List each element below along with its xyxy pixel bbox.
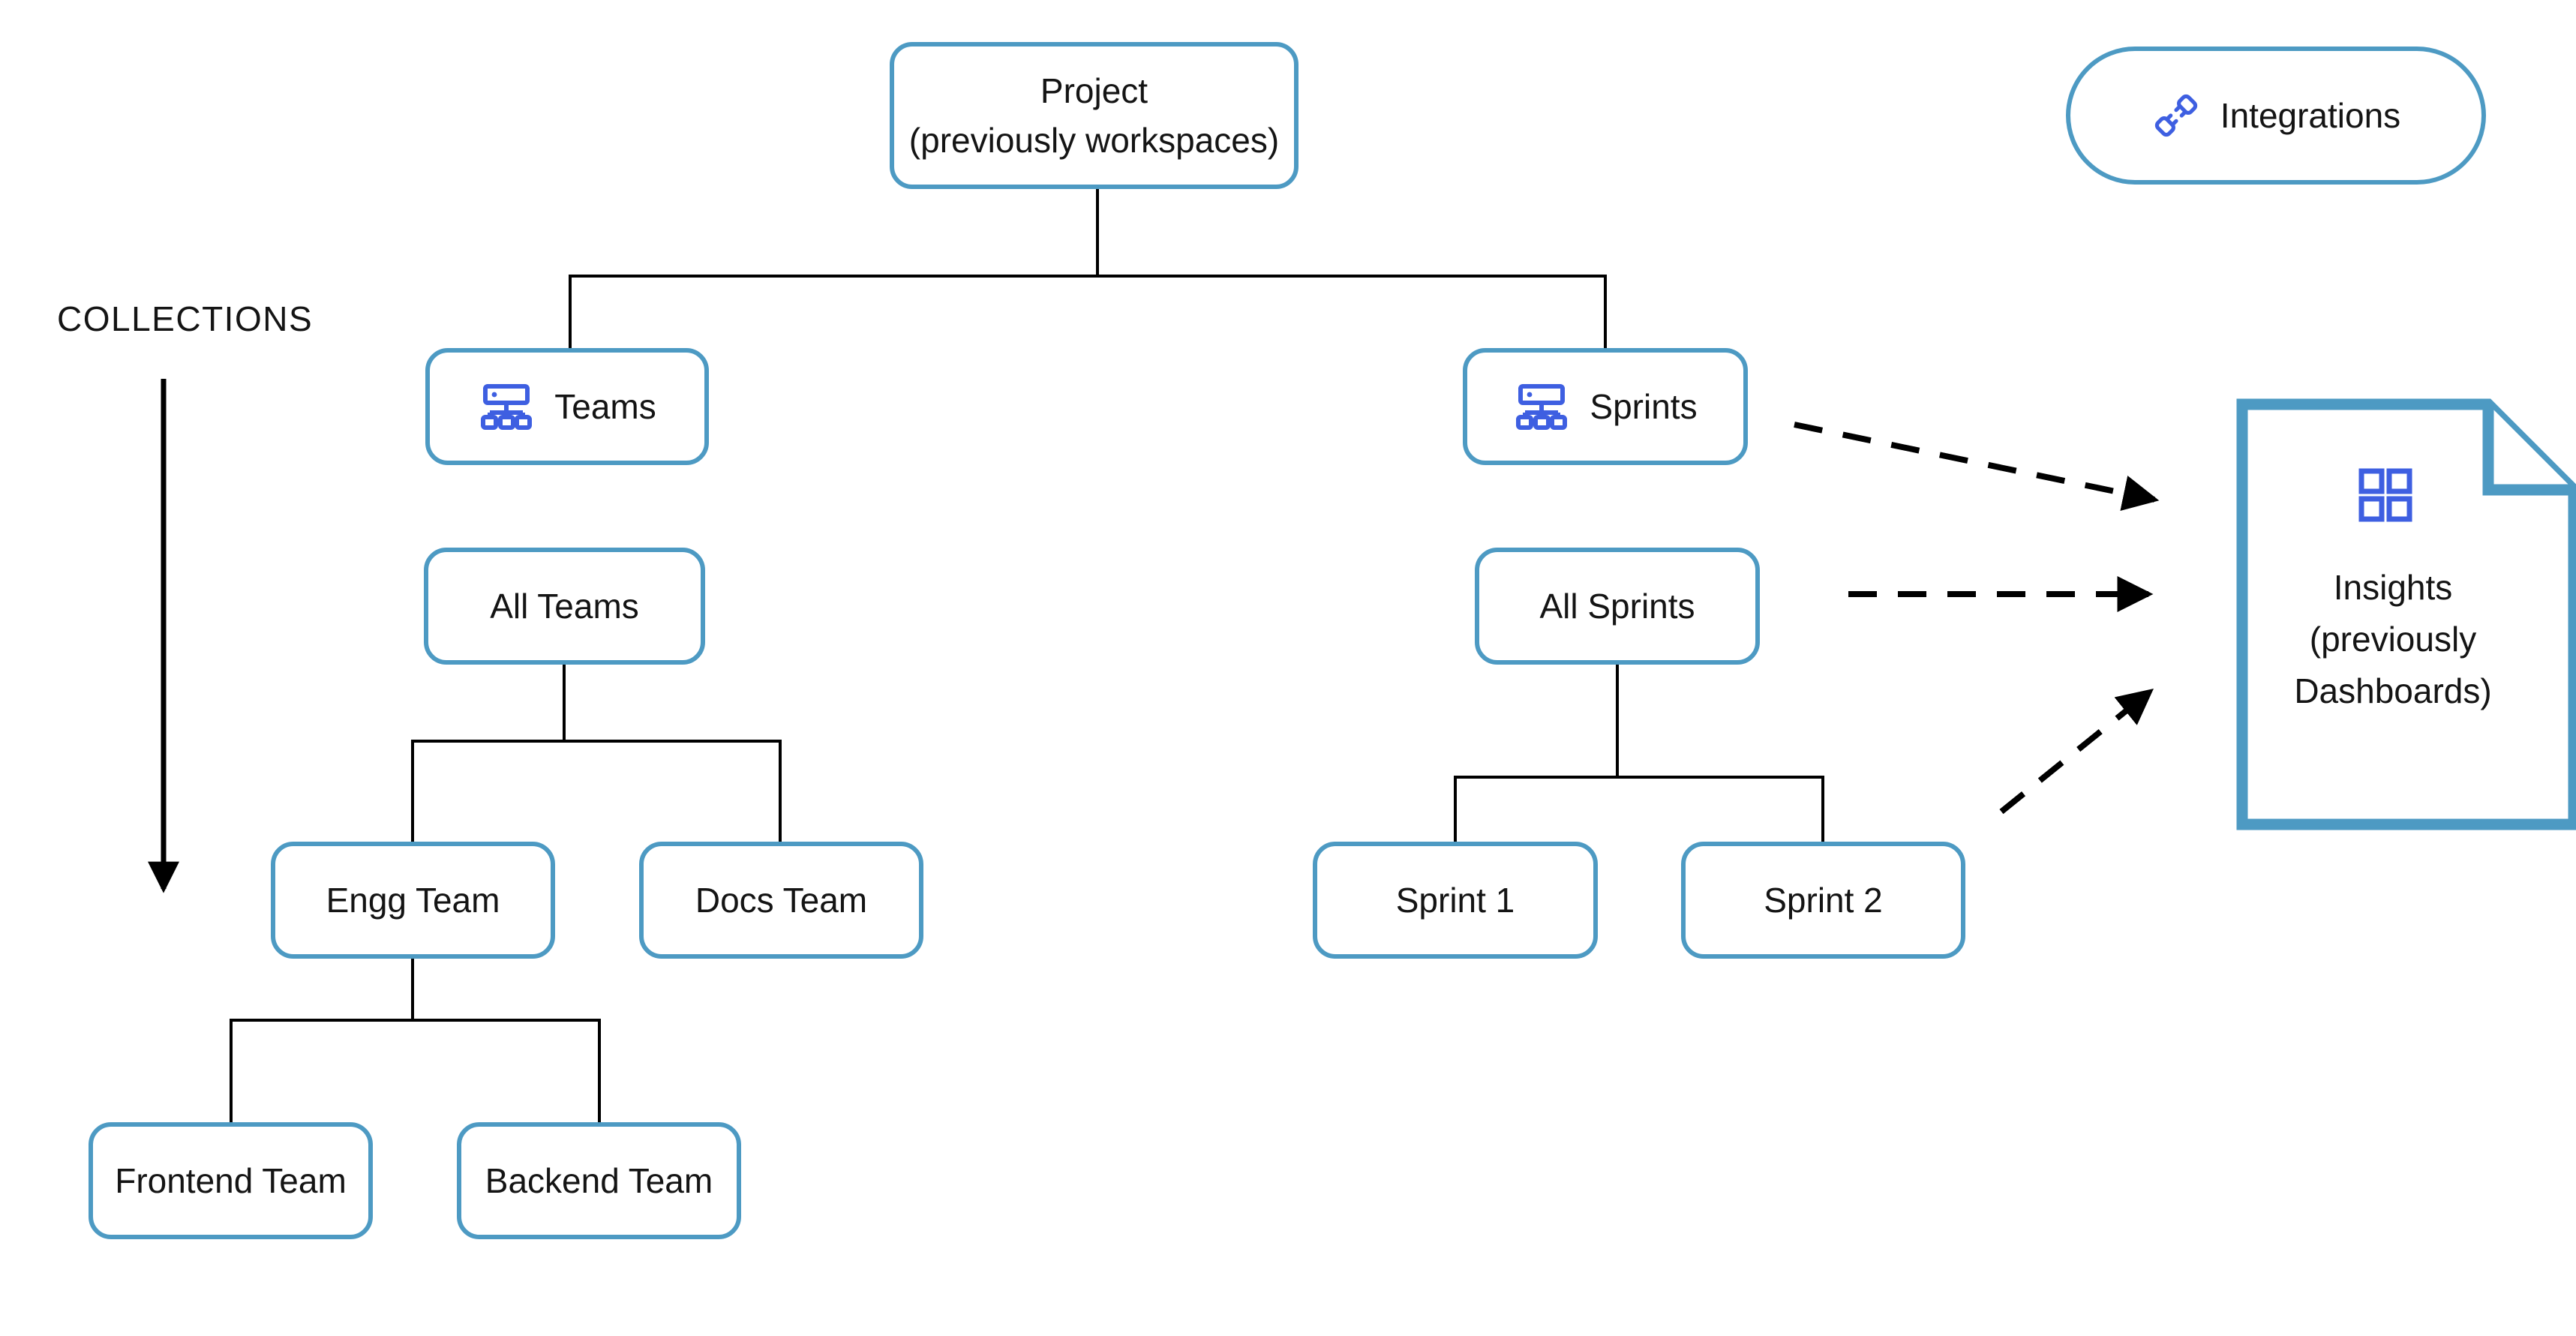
insights-label: Insights (2333, 568, 2453, 607)
collections-label: COLLECTIONS (57, 299, 314, 338)
docs-team-label: Docs Team (695, 880, 868, 920)
node-sprint-1[interactable]: Sprint 1 (1313, 842, 1598, 959)
node-sprint-2[interactable]: Sprint 2 (1681, 842, 1965, 959)
insights-sublabel: (previously Dashboards) (2294, 620, 2492, 710)
node-engg-team[interactable]: Engg Team (271, 842, 555, 959)
sprint-2-label: Sprint 2 (1764, 880, 1883, 920)
org-chart-icon (478, 382, 535, 431)
project-sublabel: (previously workspaces) (908, 121, 1280, 160)
node-docs-team[interactable]: Docs Team (639, 842, 923, 959)
node-frontend-team[interactable]: Frontend Team (89, 1122, 373, 1239)
org-chart-icon (1513, 382, 1570, 431)
dashboard-grid-icon (2358, 467, 2413, 523)
node-backend-team[interactable]: Backend Team (457, 1122, 741, 1239)
teams-label: Teams (554, 386, 656, 426)
node-teams[interactable]: Teams (425, 348, 709, 465)
all-teams-label: All Teams (490, 586, 639, 626)
node-insights-document[interactable]: Insights (previously Dashboards) (2236, 398, 2576, 830)
integrations-button[interactable]: Integrations (2066, 47, 2486, 185)
engg-team-label: Engg Team (326, 880, 500, 920)
node-all-sprints[interactable]: All Sprints (1475, 548, 1760, 665)
project-label: Project (1040, 71, 1148, 110)
all-sprints-label: All Sprints (1539, 586, 1695, 626)
sprint-1-label: Sprint 1 (1395, 880, 1515, 920)
sprints-label: Sprints (1590, 386, 1698, 426)
integrations-label: Integrations (2220, 95, 2401, 135)
node-sprints[interactable]: Sprints (1463, 348, 1748, 465)
node-project[interactable]: Project (previously workspaces) (890, 42, 1299, 189)
backend-team-label: Backend Team (485, 1160, 713, 1200)
document-shape (2236, 398, 2576, 830)
plug-integration-icon (2151, 91, 2201, 140)
frontend-team-label: Frontend Team (115, 1160, 347, 1200)
node-all-teams[interactable]: All Teams (424, 548, 705, 665)
